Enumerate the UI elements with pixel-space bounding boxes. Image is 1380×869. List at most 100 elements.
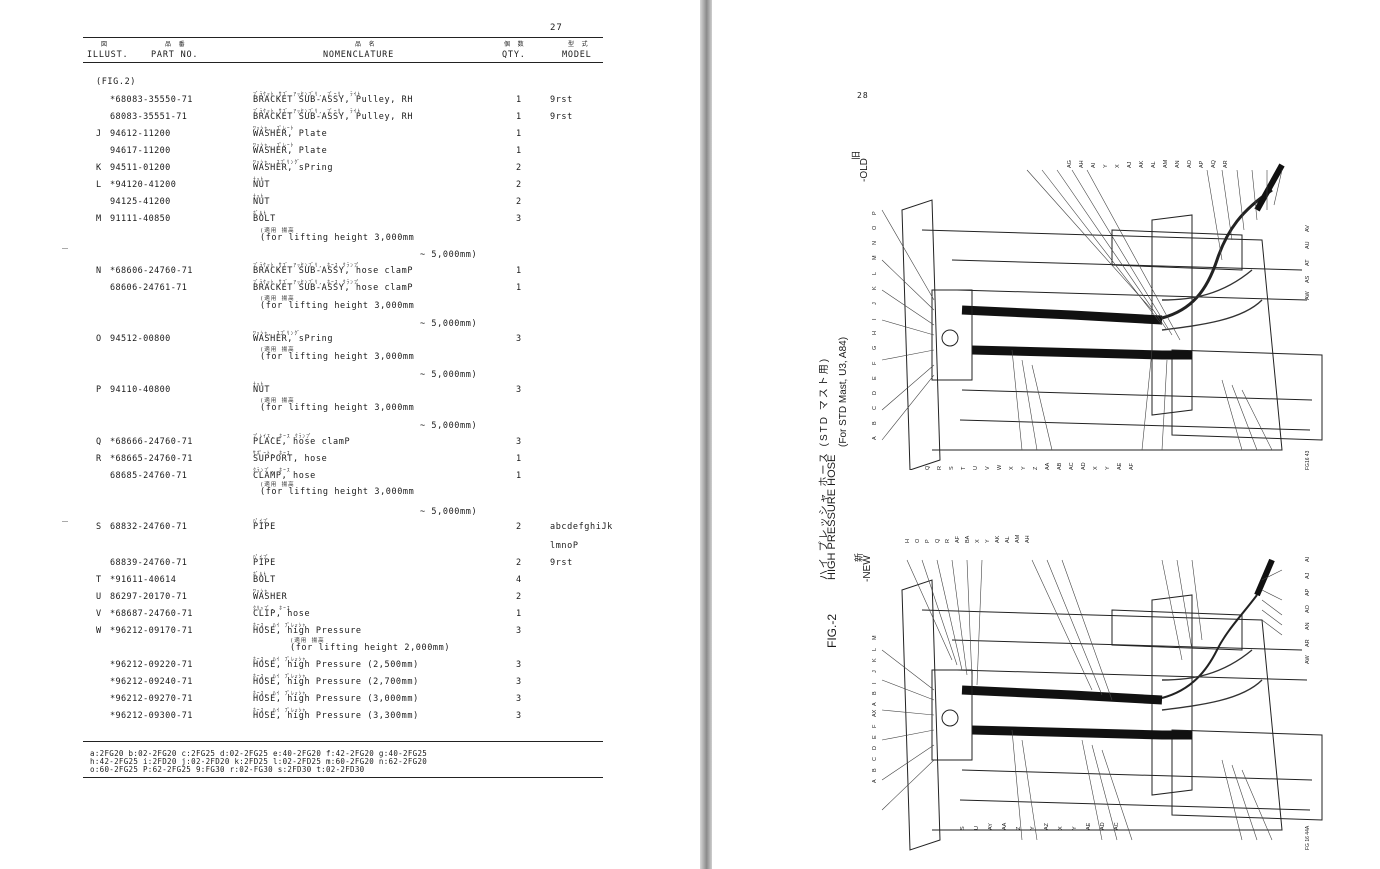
- nomenclature: HOSE, high Pressure (2,700mm): [253, 677, 419, 687]
- callout-label: D: [872, 391, 878, 395]
- nomenclature: HOSE, high Pressure: [253, 626, 362, 636]
- nomenclature: WASHER, sPring: [253, 334, 334, 344]
- nomenclature: NUT: [253, 180, 271, 190]
- illust-key: P: [96, 385, 102, 395]
- note-lifting-3000: (適用 揚高 (for lifting height 3,000mm: [260, 482, 415, 497]
- callout-label: AX: [872, 709, 878, 717]
- callout-label: F: [872, 724, 878, 728]
- quantity: 3: [516, 385, 522, 395]
- callout-label: AW: [1305, 291, 1311, 300]
- page-number: 27: [550, 23, 563, 33]
- quantity: 4: [516, 575, 522, 585]
- header-illust: 図 ILLUST.: [87, 41, 129, 60]
- note-lifting-5000: ~ 5,000mm): [420, 319, 478, 329]
- callout-label: Z: [1016, 826, 1022, 830]
- callout-label: AM: [1015, 534, 1021, 543]
- mast-outer-rail: [901, 579, 941, 851]
- note-lifting-2000: (適用 揚高 (for lifting height 2,000mm): [290, 638, 451, 653]
- callout-label: AI: [1091, 162, 1097, 168]
- quantity: 3: [516, 694, 522, 704]
- quantity: 1: [516, 454, 522, 464]
- callout-label: AG: [1067, 160, 1073, 168]
- kana-name: ﾅｯﾄ: [253, 382, 265, 388]
- part-number: *96212-09300-71: [110, 711, 193, 721]
- callout-label: AK: [1139, 160, 1145, 168]
- callout-label: J: [872, 302, 878, 305]
- illust-key: J: [96, 129, 102, 139]
- callout-label: AH: [1079, 160, 1085, 168]
- pipe-lines: [1161, 269, 1263, 331]
- figure-subtitle: (For STD Mast, U3, A84): [838, 336, 849, 447]
- mast-crossmembers: [951, 259, 1313, 431]
- callout-label: M: [872, 255, 878, 260]
- callout-label: H: [905, 539, 911, 543]
- illust-key: V: [96, 609, 102, 619]
- figure-title: HIGH PRESSURE HOSE: [826, 454, 838, 580]
- model-legend-line: a:2FG20 b:02-2FG20 c:2FG25 d:02-2FG25 e:…: [90, 749, 428, 758]
- margin-mark: [62, 248, 68, 249]
- kana-name: ﾌﾞﾗｹｯﾄ ｻﾌﾞ ｱｯｾﾝﾌﾞﾘ, ﾎｰｽ ｸﾗﾝﾌﾟ: [253, 280, 361, 286]
- callout-label: AP: [1305, 588, 1311, 596]
- model-code: abcdefghiJk: [550, 522, 613, 532]
- quantity: 2: [516, 522, 522, 532]
- part-number: *68665-24760-71: [110, 454, 193, 464]
- callout-label: Y: [1105, 466, 1111, 470]
- kana-name: ﾎｰｽ, ﾊｲ ﾌﾟﾚｯｼｬ: [253, 708, 307, 714]
- callout-label: S: [960, 826, 966, 830]
- nomenclature: BRACKET SUB-ASSY, Pulley, RH: [253, 95, 414, 105]
- callout-label: I: [872, 318, 878, 320]
- hose-riser: [1161, 594, 1258, 699]
- callout-label: H: [872, 331, 878, 335]
- quantity: 1: [516, 146, 522, 156]
- callout-label: AW: [1305, 655, 1311, 664]
- model-legend-line: o:60-2FG25 P:62-2FG25 9:FG30 r:02-FG30 s…: [90, 765, 365, 774]
- part-number: *96212-09170-71: [110, 626, 193, 636]
- callout-label: AV: [1305, 225, 1311, 232]
- part-number: *96212-09220-71: [110, 660, 193, 670]
- part-number: 94617-11200: [110, 146, 171, 156]
- header-nomenclature: 品 名 NOMENCLATURE: [323, 41, 395, 60]
- mast-frame: [921, 609, 1283, 831]
- callout-label: AC: [1114, 822, 1120, 830]
- part-number: *96212-09270-71: [110, 694, 193, 704]
- hose-diagram-old: [881, 163, 1323, 470]
- callout-label: A: [872, 702, 878, 706]
- callout-label: AD: [1081, 462, 1087, 470]
- kana-name: ｸﾗﾝﾌﾟ, ﾎｰｽ: [253, 468, 291, 474]
- kana-name: ｸﾘｯﾌﾟ, ﾎｰｽ: [253, 606, 291, 612]
- callout-label: Q: [925, 465, 931, 470]
- callout-label: S: [949, 466, 955, 470]
- note-lifting-3000: (適用 揚高 (for lifting height 3,000mm: [260, 398, 415, 413]
- hose-diagram-new: [881, 558, 1323, 851]
- margin-mark: [62, 521, 68, 522]
- note-lifting-5000: ~ 5,000mm): [420, 507, 478, 517]
- quantity: 1: [516, 112, 522, 122]
- model-legend-line: h:42-2FG25 i:2FD20 j:02-2FD20 k:2FD25 l:…: [90, 757, 428, 766]
- nomenclature: HOSE, high Pressure (2,500mm): [253, 660, 419, 670]
- note-lifting-5000: ~ 5,000mm): [420, 421, 478, 431]
- header-top-rule: [83, 37, 603, 38]
- callout-label: AI: [1305, 556, 1311, 562]
- kana-name: ﾌﾞﾗｹｯﾄ ｻﾌﾞ ｱｯｾﾝﾌﾞﾘ, ﾌﾟｰﾘ, ﾗｲﾄ: [253, 92, 362, 98]
- callout-label: AU: [1305, 241, 1311, 249]
- callout-label: AJ: [1305, 572, 1311, 579]
- kana-name: ｻﾎﾟｰﾄ, ﾎｰｽ: [253, 451, 291, 457]
- callout-label: Y: [985, 539, 991, 543]
- quantity: 1: [516, 129, 522, 139]
- callout-label: C: [872, 406, 878, 410]
- kana-name: ﾅｯﾄ: [253, 194, 265, 200]
- callout-label: K: [872, 286, 878, 290]
- mast-frame: [921, 229, 1283, 451]
- nomenclature: BOLT: [253, 214, 276, 224]
- drawing-code: FG16 43: [1305, 450, 1311, 470]
- callout-label: AL: [1005, 536, 1011, 543]
- nomenclature: WASHER: [253, 592, 288, 602]
- pulley-bracket: [931, 669, 973, 761]
